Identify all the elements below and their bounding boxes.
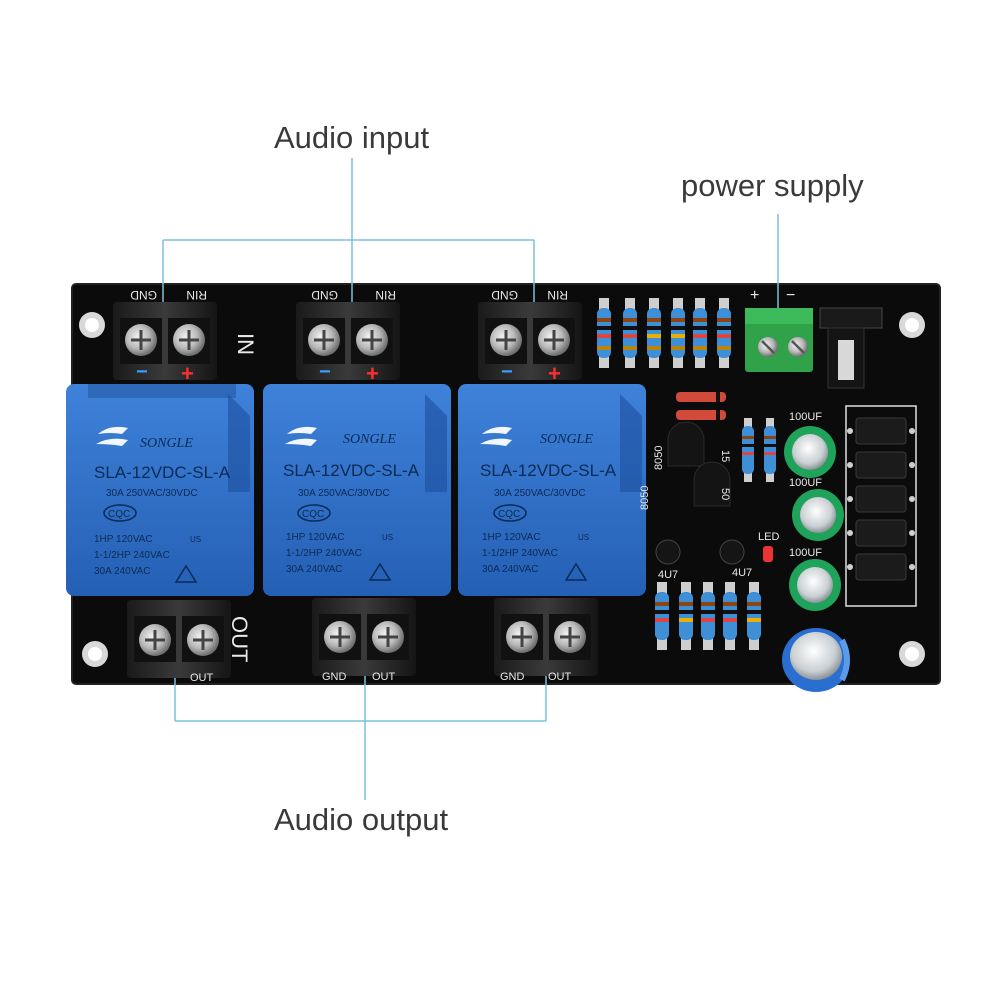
relay-rating-4: 30A 240VAC (286, 564, 343, 575)
output-terminal-3: − + GND OUT (494, 594, 598, 683)
output-gnd-label: GND (322, 671, 347, 683)
input-terminal-1: GND RIN − + (113, 288, 217, 386)
relay-model: SLA-12VDC-SL-A (480, 461, 617, 480)
audio-output-callout: Audio output (274, 802, 449, 837)
relay-ul: US (190, 535, 201, 544)
resistor-label-15: 15 (719, 450, 731, 462)
small-caps: 4U7 4U7 (655, 539, 752, 581)
transistors: 8050 8050 15 50 (639, 421, 731, 510)
input-rin-label: RIN (547, 288, 568, 302)
mounting-hole-bottom-right (899, 641, 925, 667)
input-gnd-label: GND (130, 288, 157, 302)
resistor-array-top (597, 298, 731, 368)
relay-rating-1: 30A 250VAC/30VDC (106, 488, 198, 499)
input-gnd-label: GND (491, 288, 518, 302)
relay-rating-2: 1HP 120VAC (482, 532, 541, 543)
polarity-plus: + (181, 361, 194, 386)
relay-brand: SONGLE (343, 432, 396, 447)
polarity-plus: + (548, 361, 561, 386)
input-rin-label: RIN (375, 288, 396, 302)
polarity-minus: − (501, 361, 513, 383)
diodes (676, 392, 726, 420)
transistor-label-1: 8050 (639, 486, 651, 510)
relay-rating-3: 1-1/2HP 240VAC (482, 548, 558, 559)
relay-cert: CQC (302, 509, 324, 520)
out-silk-label: OUT (227, 616, 252, 662)
capacitor-100uf-1: 100UF (784, 411, 836, 478)
output-terminal-1: − + OUT (127, 596, 231, 684)
input-rin-label: RIN (186, 288, 207, 302)
output-out-label: OUT (548, 671, 572, 683)
transistor-label-2: 8050 (653, 446, 665, 470)
led: LED (758, 531, 779, 562)
output-terminal-2: − + GND OUT (312, 594, 416, 683)
relay-model: SLA-12VDC-SL-A (283, 461, 420, 480)
relay-rating-3: 1-1/2HP 240VAC (286, 548, 362, 559)
mounting-hole-top-right (899, 312, 925, 338)
relay-cert: CQC (498, 509, 520, 520)
voltage-regulator (819, 307, 883, 389)
power-terminal: + − (745, 287, 813, 372)
audio-input-callout: Audio input (274, 120, 430, 155)
mounting-hole-bottom-left (82, 641, 108, 667)
relay-brand: SONGLE (540, 432, 593, 447)
polarity-plus: + (366, 361, 379, 386)
small-cap-label-2: 4U7 (732, 567, 752, 579)
mounting-hole-top-left (79, 312, 105, 338)
capacitor-100uf-3: 100UF (789, 547, 841, 611)
polarity-minus: − (136, 361, 148, 383)
relay-rating-1: 30A 250VAC/30VDC (494, 488, 586, 499)
relay-cert: CQC (108, 509, 130, 520)
relay-1: SONGLE SLA-12VDC-SL-A 30A 250VAC/30VDC C… (66, 384, 254, 596)
relay-model: SLA-12VDC-SL-A (94, 463, 231, 482)
input-terminal-3: GND RIN − + (478, 288, 582, 386)
relay-ul: US (578, 533, 589, 542)
cap-label-3: 100UF (789, 547, 822, 559)
capacitor-100uf-2: 100UF (789, 477, 844, 541)
cap-label-2: 100UF (789, 477, 822, 489)
in-silk-label: IN (233, 333, 258, 355)
led-label: LED (758, 531, 779, 543)
output-gnd-label: GND (500, 671, 525, 683)
resistor-pair-mid (742, 418, 776, 482)
relay-rating-2: 1HP 120VAC (94, 534, 153, 545)
input-gnd-label: GND (311, 288, 338, 302)
power-plus-label: + (750, 287, 759, 304)
rectifier-diodes (845, 405, 917, 607)
input-terminal-2: GND RIN − + (296, 288, 400, 386)
relay-rating-1: 30A 250VAC/30VDC (298, 488, 390, 499)
relay-ul: US (382, 533, 393, 542)
relay-3: SONGLE SLA-12VDC-SL-A 30A 250VAC/30VDC C… (458, 384, 646, 596)
relay-brand: SONGLE (140, 436, 193, 451)
power-supply-callout: power supply (681, 168, 864, 203)
output-out-label: OUT (372, 671, 396, 683)
cap-label-1: 100UF (789, 411, 822, 423)
relay-2: SONGLE SLA-12VDC-SL-A 30A 250VAC/30VDC C… (263, 384, 451, 596)
polarity-minus: − (319, 361, 331, 383)
relay-rating-3: 1-1/2HP 240VAC (94, 550, 170, 561)
relay-rating-4: 30A 240VAC (482, 564, 539, 575)
power-minus-label: − (786, 287, 795, 304)
relay-rating-2: 1HP 120VAC (286, 532, 345, 543)
resistor-array-bottom (655, 582, 761, 650)
resistor-label-50: 50 (719, 488, 731, 500)
filter-capacitor-blue (782, 628, 850, 692)
relay-rating-4: 30A 240VAC (94, 566, 151, 577)
small-cap-label-1: 4U7 (658, 569, 678, 581)
output-out-label: OUT (190, 672, 214, 684)
